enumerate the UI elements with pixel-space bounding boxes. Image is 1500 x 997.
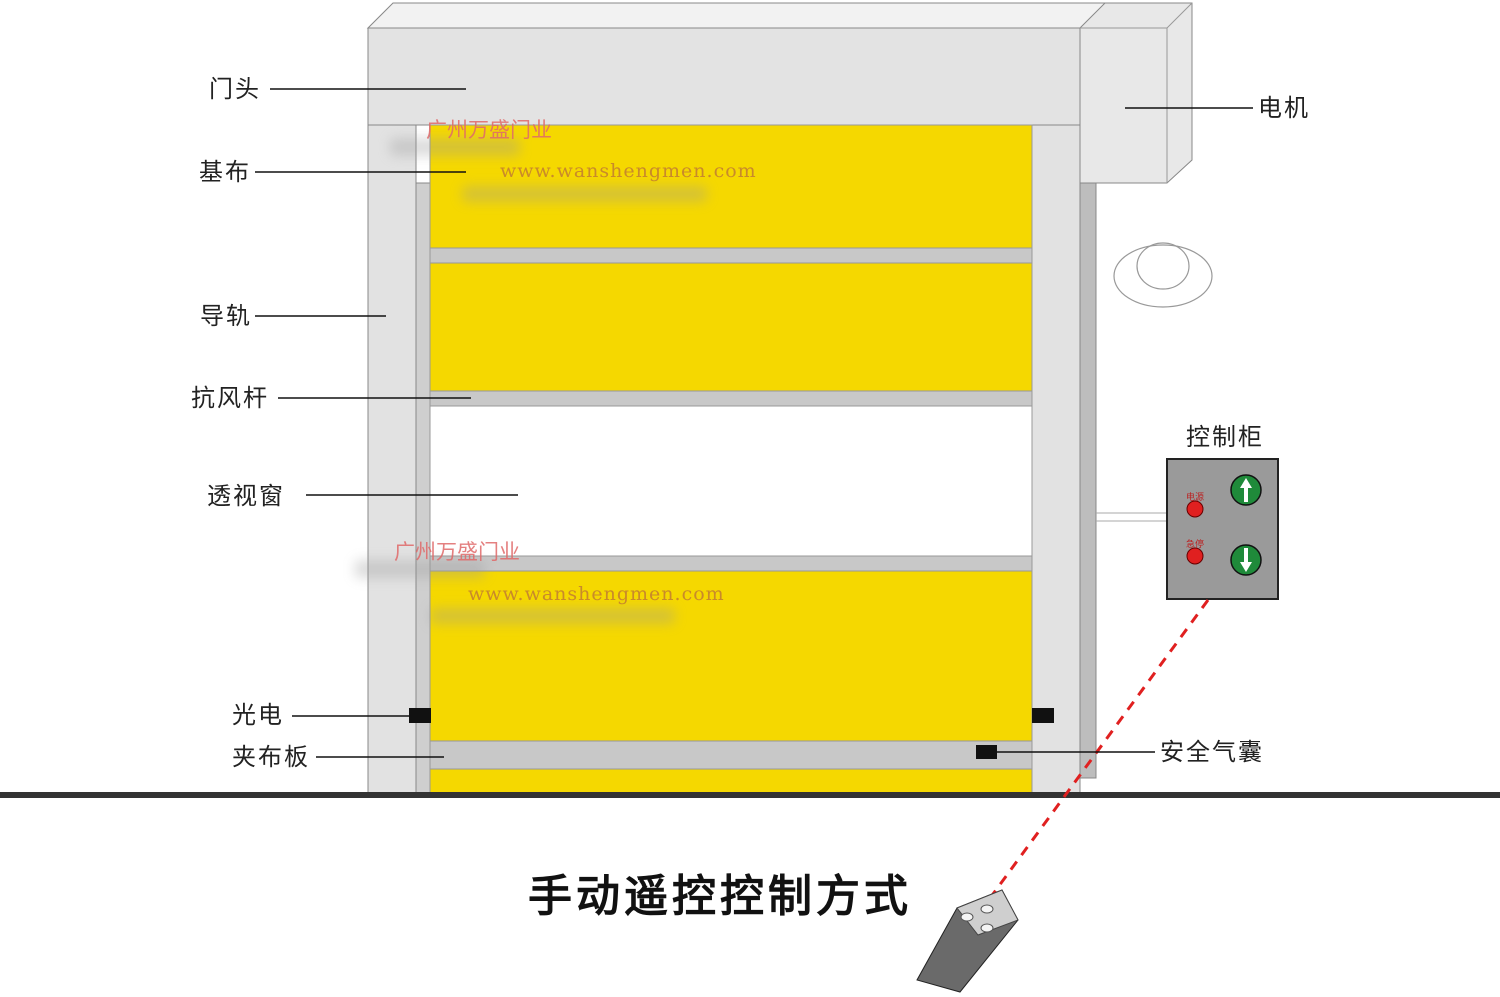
blurred-text: [462, 186, 707, 202]
label-wind-bar: 抗风杆: [191, 384, 269, 412]
diagram-title: 手动遥控控制方式: [528, 871, 912, 922]
label-clamp-plate: 夹布板: [232, 743, 310, 771]
airbag-sensor: [976, 745, 997, 759]
fabric-panel-bottom: [429, 768, 1033, 794]
motor-box: [1079, 2, 1193, 184]
label-door-head: 门头: [209, 75, 261, 103]
power-label: 电源: [1186, 493, 1205, 503]
label-photo-sensor: 光电: [232, 701, 284, 729]
blurred-text: [355, 560, 485, 578]
power-indicator[interactable]: [1186, 500, 1204, 518]
fabric-panel-2: [429, 262, 1033, 392]
lamp-inner: [1136, 242, 1190, 290]
photo-sensor-left: [409, 708, 431, 723]
control-box: [1166, 458, 1279, 600]
wind-bar-1: [429, 247, 1033, 264]
photo-sensor-right: [1032, 708, 1054, 723]
watermark-company: 广州万盛门业: [426, 118, 552, 142]
wind-bar-3: [429, 555, 1033, 572]
right-guide-rail: [1031, 124, 1081, 794]
vision-window: [429, 405, 1033, 557]
label-base-fabric: 基布: [199, 158, 251, 186]
lamp-outer: [1113, 244, 1213, 308]
estop-label: 急停: [1186, 540, 1205, 550]
label-control-box: 控制柜: [1186, 423, 1264, 451]
leader-lines: [255, 88, 1253, 758]
blurred-text: [430, 608, 675, 624]
label-airbag: 安全气囊: [1160, 738, 1264, 766]
arrow-down-icon[interactable]: [1230, 544, 1262, 576]
remote-control[interactable]: [916, 889, 1019, 993]
right-frame-side: [1079, 182, 1097, 779]
left-rail-inner: [415, 182, 431, 794]
wind-bar-2: [429, 390, 1033, 407]
label-motor: 电机: [1258, 94, 1310, 122]
fabric-panel-3: [429, 570, 1033, 742]
blurred-text: [390, 138, 520, 156]
emergency-stop-button[interactable]: [1186, 547, 1204, 565]
label-vision-window: 透视窗: [207, 482, 285, 510]
watermark-url: www.wanshengmen.com: [500, 160, 757, 182]
ground-line: [0, 792, 1500, 798]
clamp-plate: [429, 740, 1033, 770]
watermark-url: www.wanshengmen.com: [468, 583, 725, 605]
door-head: [367, 27, 1086, 126]
arrow-up-icon[interactable]: [1230, 474, 1262, 506]
door-head-top: [366, 2, 1112, 29]
label-guide-rail: 导轨: [200, 302, 252, 330]
watermark-company: 广州万盛门业: [394, 540, 520, 564]
left-guide-rail: [367, 124, 417, 794]
